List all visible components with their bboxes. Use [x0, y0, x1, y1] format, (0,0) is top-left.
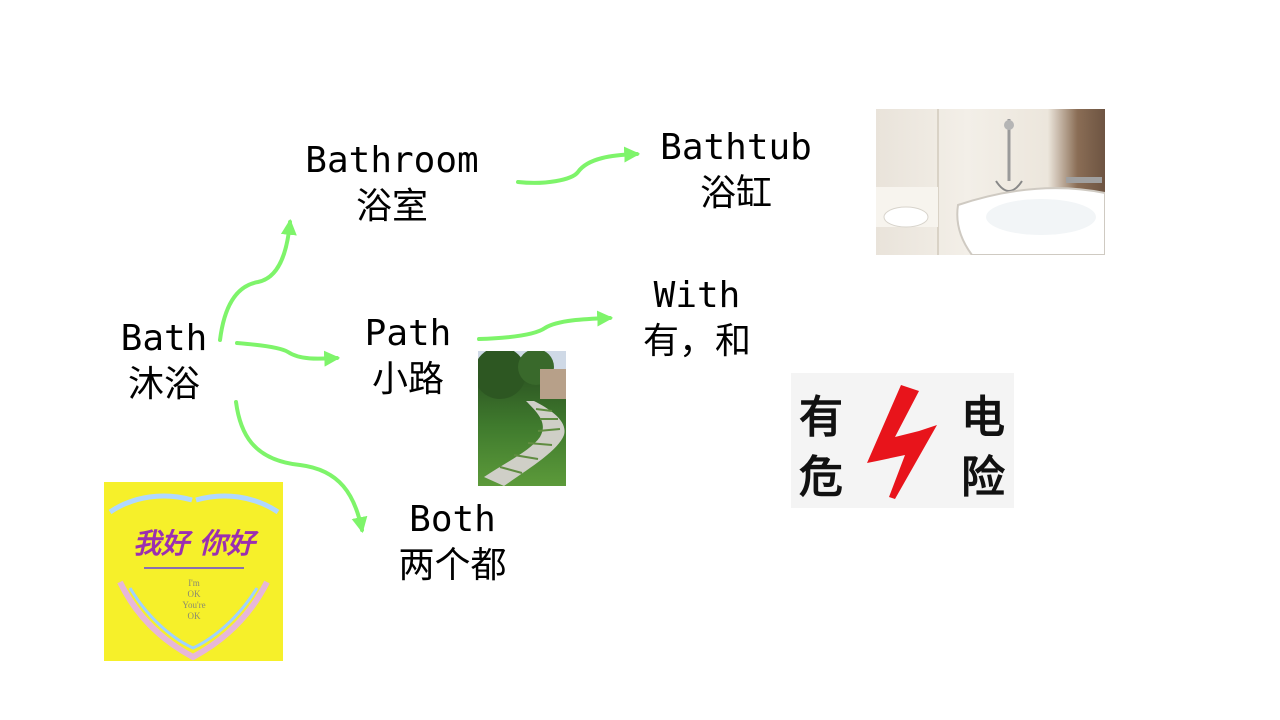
node-bath-cn: 沐浴 — [127, 364, 200, 405]
arrow-bath-to-both — [234, 400, 368, 534]
book-line-4: OK — [187, 611, 201, 621]
book-cover-image: 我好 你好 I'm OK You're OK — [104, 482, 283, 661]
garden-path-photo — [478, 351, 566, 486]
node-path-cn: 小路 — [371, 359, 444, 400]
node-bathroom: Bathroom 浴室 — [302, 138, 482, 230]
node-bathtub-en: Bathtub — [660, 127, 812, 168]
node-bath: Bath 沐浴 — [114, 316, 214, 408]
book-line-2: OK — [187, 589, 201, 599]
node-bathroom-en: Bathroom — [305, 140, 479, 181]
book-line-3: You're — [182, 600, 206, 610]
node-with-cn: 有，和 — [642, 321, 751, 362]
node-both: Both 两个都 — [380, 497, 525, 589]
node-both-en: Both — [409, 499, 496, 540]
hazard-char-4: 险 — [961, 452, 1005, 503]
hazard-char-3: 电 — [961, 392, 1005, 443]
bathtub-photo — [876, 109, 1105, 255]
arrow-bath-to-path — [235, 341, 341, 367]
node-both-cn: 两个都 — [398, 545, 507, 586]
node-with: With 有，和 — [622, 273, 772, 365]
node-bathtub: Bathtub 浴缸 — [656, 125, 816, 217]
book-line-1: I'm — [188, 578, 200, 588]
node-path: Path 小路 — [358, 311, 458, 403]
node-path-en: Path — [364, 313, 452, 354]
hazard-char-2: 危 — [799, 452, 843, 503]
book-cover-title: 我好 你好 — [133, 527, 255, 560]
hazard-char-1: 有 — [799, 392, 843, 443]
node-bathroom-cn: 浴室 — [355, 186, 428, 227]
node-with-en: With — [653, 275, 741, 316]
arrow-bathroom-to-bathtub — [516, 146, 641, 185]
lightning-bolt-icon — [867, 385, 937, 499]
book-cover-lines: I'm OK You're OK — [164, 578, 224, 622]
arrow-bath-to-bathroom — [218, 218, 297, 342]
arrow-path-to-with — [477, 310, 614, 341]
electrical-hazard-sign: 有 危 电 险 — [791, 373, 1014, 508]
node-bathtub-cn: 浴缸 — [699, 173, 772, 214]
node-bath-en: Bath — [120, 318, 208, 359]
